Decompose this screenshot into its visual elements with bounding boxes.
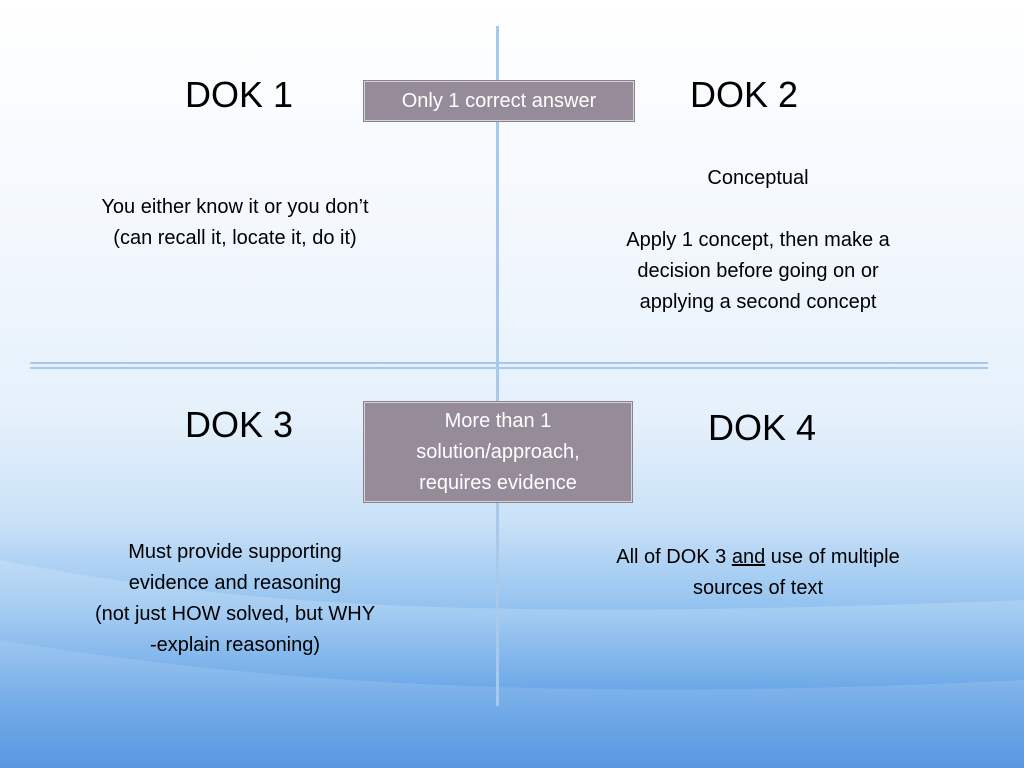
dok3-line-4: -explain reasoning)	[149, 634, 321, 656]
dok3-line-1: Must provide supporting	[128, 541, 342, 563]
dok2-subtitle: Conceptual	[707, 167, 809, 189]
dok1-title: DOK 1	[185, 74, 294, 115]
callout-single-answer: Only 1 correct answer	[364, 81, 634, 121]
dok2-description: Conceptual Apply 1 concept, then make a …	[558, 163, 958, 318]
dok2-line-3: applying a second concept	[639, 291, 877, 313]
dok4-line-1: All of DOK 3 and use of multiple	[558, 542, 958, 573]
dok4-line-2: sources of text	[692, 577, 824, 599]
dok3-line-3: (not just HOW solved, but WHY	[94, 603, 376, 625]
dok1-line-2: (can recall it, locate it, do it)	[113, 227, 357, 249]
vertical-divider	[496, 26, 499, 706]
horizontal-divider-top	[30, 362, 988, 364]
dok2-line-1: Apply 1 concept, then make a	[626, 229, 890, 251]
dok4-title: DOK 4	[708, 407, 817, 448]
callout-single-answer-text: Only 1 correct answer	[401, 90, 597, 112]
dok3-line-2: evidence and reasoning	[128, 572, 342, 594]
horizontal-divider-bottom	[30, 367, 988, 369]
dok4-description: All of DOK 3 and use of multiple sources…	[558, 542, 958, 604]
callout-multiple-line-3: requires evidence	[419, 472, 577, 494]
dok4-line-1-post: use of multiple	[765, 546, 900, 568]
dok3-description: Must provide supporting evidence and rea…	[30, 537, 440, 661]
callout-multiple-solutions: More than 1 solution/approach, requires …	[364, 402, 632, 502]
dok3-title: DOK 3	[185, 404, 294, 445]
callout-multiple-line-2: solution/approach,	[416, 441, 580, 463]
dok1-line-1: You either know it or you don’t	[101, 196, 369, 218]
dok4-line-1-pre: All of DOK 3	[616, 546, 732, 568]
callout-multiple-line-1: More than 1	[444, 410, 552, 432]
dok2-line-2: decision before going on or	[637, 260, 879, 282]
dok4-line-1-underlined: and	[731, 546, 766, 568]
dok2-title: DOK 2	[690, 74, 799, 115]
dok1-description: You either know it or you don’t (can rec…	[40, 192, 430, 254]
